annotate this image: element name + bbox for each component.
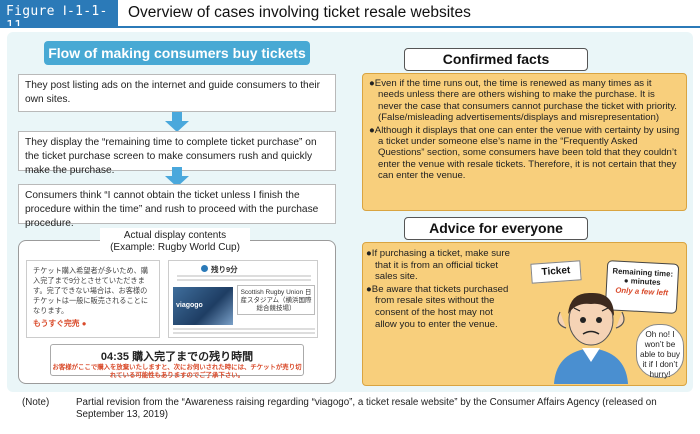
flow-step-2: They display the “remaining time to comp… — [18, 131, 336, 176]
text-lines — [173, 328, 315, 330]
advice-title: Advice for everyone — [404, 217, 588, 240]
photo-brand: viagogo — [176, 302, 203, 309]
text-lines — [177, 275, 311, 277]
note-text: Partial revision from the “Awareness rai… — [76, 397, 657, 420]
ticket-icon: Ticket — [530, 260, 582, 284]
advice-item: ●Be aware that tickets purchased from re… — [366, 283, 509, 330]
clock-icon — [201, 265, 208, 272]
mock-left-red-text: もうすぐ完売 ● — [33, 319, 87, 328]
mock-countdown-timer: 04:35 購入完了までの残り時間 お客様がここで購入を放棄いたしますと、次にお… — [50, 344, 304, 379]
source-note: (Note) Partial revision from the “Awaren… — [22, 397, 692, 421]
facts-title: Confirmed facts — [404, 48, 588, 71]
header-rule — [0, 26, 700, 28]
event-card: Scottish Rugby Union 日産スタジアム（横浜国際総合競技場） — [237, 285, 315, 315]
facts-panel: ●Even if the time runs out, the time is … — [362, 73, 687, 211]
rugby-photo: viagogo — [173, 287, 233, 325]
down-arrow-icon — [165, 167, 189, 187]
flow-step-1: They post listing ads on the internet an… — [18, 74, 336, 112]
advice-item: ●If purchasing a ticket, make sure that … — [366, 248, 510, 283]
note-label: (Note) — [22, 397, 50, 408]
display-label-line1: Actual display contents — [123, 230, 227, 241]
figure-header: Figure Ⅰ-1-1-11 Overview of cases involv… — [0, 0, 700, 34]
figure-title: Overview of cases involving ticket resal… — [128, 4, 471, 21]
mock-screen-right: 残り9分 viagogo Scottish Rugby Union 日産スタジア… — [168, 260, 318, 338]
display-label-line2: (Example: Rugby World Cup) — [110, 242, 240, 253]
fact-item: ●Even if the time runs out, the time is … — [369, 78, 677, 124]
timer-warning-text: お客様がここで購入を放棄いたしますと、次にお伺いされた時には、チケットが売り切れ… — [52, 364, 302, 379]
timer-main-text: 04:35 購入完了までの残り時間 — [100, 351, 254, 363]
fact-item: ●Although it displays that one can enter… — [369, 124, 680, 182]
figure-tag: Figure Ⅰ-1-1-11 — [0, 0, 118, 34]
flow-step-3: Consumers think “I cannot obtain the tic… — [18, 184, 336, 229]
worried-person-icon — [554, 292, 628, 384]
mock-screen-left: チケット購入希望者が多いため、購入完了まで9分とさせていただきます。完了できない… — [26, 260, 160, 338]
flow-title: Flow of making consumers buy tickets — [44, 41, 310, 65]
down-arrow-icon — [165, 112, 189, 132]
advice-list: ●If purchasing a ticket, make sure that … — [366, 248, 516, 331]
mock-right-heading: 残り9分 — [211, 265, 238, 274]
speech-bubble: Oh no! I won’t be able to buy it if I do… — [636, 324, 684, 379]
mock-left-text: チケット購入希望者が多いため、購入完了まで9分とさせていただきます。完了できない… — [33, 266, 149, 315]
display-example-label: Actual display contents (Example: Rugby … — [100, 228, 250, 256]
